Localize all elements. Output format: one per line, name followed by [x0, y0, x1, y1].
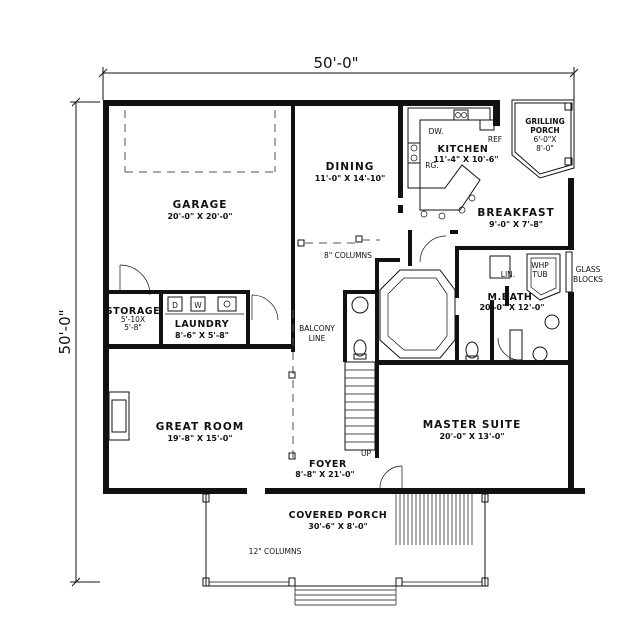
lin-label: LIN.	[501, 270, 515, 279]
foyer-features	[288, 310, 403, 489]
garage-size: 20'-0" X 20'-0"	[167, 212, 232, 221]
dining-name: DINING	[326, 161, 375, 173]
storage-size-line2: 5'-8"	[124, 323, 142, 332]
master-suite-size: 20'-0" X 13'-0"	[439, 432, 504, 441]
grilling-porch-name-line2: PORCH	[530, 126, 559, 135]
fireplace	[108, 391, 130, 441]
garage	[119, 110, 276, 296]
dw-label: DW.	[429, 127, 444, 136]
grilling-porch-size-line1: 6'-0"X	[534, 135, 557, 144]
columns-12-label: 12" COLUMNS	[249, 547, 302, 556]
grilling-porch-name-line1: GRILLING	[525, 117, 565, 126]
overall-depth-label: 50'-0"	[56, 309, 74, 354]
ref-label: REF	[488, 135, 502, 144]
covered-porch-size: 30'-6" X 8'-0"	[308, 522, 367, 531]
rg-label: RG.	[425, 161, 438, 170]
dining-columns	[297, 235, 380, 247]
up-label: UP	[361, 449, 371, 458]
breakfast-door-arc	[419, 235, 447, 263]
kitchen-name: KITCHEN	[438, 144, 489, 155]
overall-width-dimension	[98, 67, 579, 100]
whp-tub-line1: WHP	[531, 261, 549, 270]
kitchen-counters	[407, 107, 495, 220]
laundry-fixtures	[165, 294, 279, 321]
dining-size: 11'-0" X 14'-10"	[315, 174, 386, 183]
glass-blocks-line2: BLOCKS	[573, 275, 603, 284]
m-bath-size: 20'-0" X 12'-0"	[479, 303, 544, 312]
whp-tub-line2: TUB	[531, 270, 547, 279]
garage-name: GARAGE	[173, 199, 228, 211]
grilling-porch-size-line2: 8'-0"	[536, 144, 554, 153]
grilling-porch	[511, 99, 575, 179]
overall-depth-dimension	[70, 97, 100, 587]
kitchen-size: 11'-4" X 10'-6"	[433, 155, 498, 164]
laundry-size: 8'-6" X 5'-8"	[175, 331, 229, 340]
covered-porch-name: COVERED PORCH	[289, 510, 388, 521]
laundry-name: LAUNDRY	[175, 319, 230, 330]
washer-label: W	[194, 301, 202, 310]
great-room-size: 19'-8" X 15'-0"	[167, 434, 232, 443]
foyer-name: FOYER	[309, 459, 347, 470]
hall-fixtures	[351, 269, 479, 362]
balcony-line-2: LINE	[309, 334, 326, 343]
overall-width-label: 50'-0"	[313, 54, 358, 72]
covered-porch	[202, 493, 489, 606]
interior-walls	[159, 100, 570, 458]
m-bath-name: M.BATH	[488, 292, 533, 303]
balcony-line-1: BALCONY	[299, 324, 335, 333]
exterior-walls	[103, 100, 585, 494]
glass-blocks-line1: GLASS	[576, 265, 601, 274]
storage-name: STORAGE	[106, 306, 161, 317]
columns-8-label: 8" COLUMNS	[324, 251, 372, 260]
dryer-label: D	[172, 301, 178, 310]
master-suite-name: MASTER SUITE	[423, 419, 522, 431]
foyer-size: 8'-8" X 21'-0"	[295, 470, 354, 479]
master-bath-fixtures	[489, 251, 573, 362]
storage-size-line1: 5'-10X	[121, 315, 145, 324]
breakfast-name: BREAKFAST	[477, 207, 554, 219]
great-room-name: GREAT ROOM	[156, 421, 244, 433]
breakfast-size: 9'-0" X 7'-8"	[489, 220, 543, 229]
